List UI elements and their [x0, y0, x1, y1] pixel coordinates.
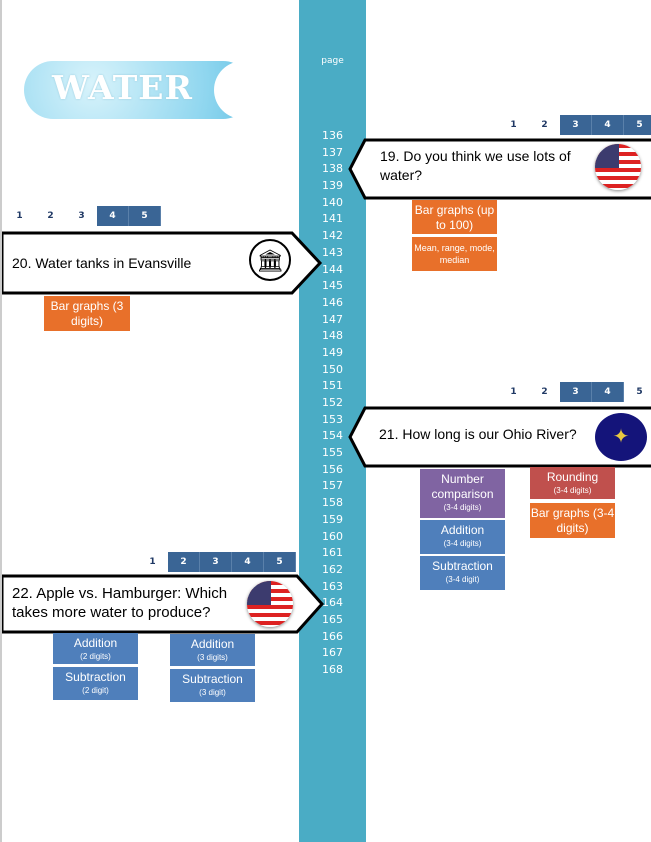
page-number: 137	[322, 145, 343, 159]
page-number: 149	[322, 345, 343, 359]
us-flag-icon	[595, 144, 641, 190]
page-number: 165	[322, 613, 343, 626]
tag: Bar graphs (3 digits)	[44, 296, 130, 331]
level-4: 4	[232, 552, 264, 572]
level-1: 1	[510, 120, 517, 130]
level-5: 5	[636, 387, 643, 397]
page-number: 151	[322, 379, 343, 393]
courthouse-icon: 🏛	[249, 239, 291, 281]
level-5: 5	[264, 552, 296, 572]
level-3: 3	[560, 115, 592, 135]
page-number: 157	[322, 479, 343, 493]
page-number: 144	[322, 262, 343, 276]
page-number: 153	[322, 412, 343, 426]
us-flag-icon	[247, 581, 293, 627]
page-number: 142	[322, 229, 343, 243]
level-3: 3	[200, 552, 232, 572]
page-number: 138	[322, 162, 343, 176]
tag: Bar graphs (3-4 digits)	[530, 503, 615, 538]
page-number: 162	[322, 562, 343, 576]
logo-cutout	[214, 61, 294, 119]
page-number: 163	[322, 579, 343, 593]
level-1: 1	[16, 211, 23, 221]
page-number: 140	[322, 195, 343, 209]
page-number: 146	[322, 295, 343, 309]
tag: Subtraction(3 digit)	[170, 669, 255, 702]
page-number: 164	[322, 596, 343, 610]
page-number: 152	[322, 396, 343, 410]
lesson-20-callout[interactable]: 20. Water tanks in Evansville 🏛	[2, 231, 324, 295]
tag: Addition(3-4 digits)	[420, 520, 505, 554]
lesson-19-title: 19. Do you think we use lots of water?	[380, 148, 571, 183]
page-number: 161	[322, 546, 343, 560]
lesson-20-title: 20. Water tanks in Evansville	[12, 255, 192, 271]
tag: Subtraction(2 digit)	[53, 667, 138, 700]
lesson-21-title: 21. How long is our Ohio River?	[379, 426, 577, 442]
logo-text: WATER	[52, 68, 193, 107]
page-number: 154	[322, 429, 343, 443]
tag: Subtraction(3-4 digit)	[420, 556, 505, 590]
page-number: 143	[322, 245, 343, 259]
tag: Addition(3 digits)	[170, 634, 255, 666]
level-1: 1	[510, 387, 517, 397]
level-4: 4	[592, 115, 624, 135]
level-2: 2	[168, 552, 200, 572]
page-number: 145	[322, 279, 343, 293]
tag: Bar graphs (up to 100)	[412, 200, 497, 234]
page-number: 168	[322, 663, 343, 677]
level-5: 5	[624, 115, 651, 135]
page-number: 155	[322, 446, 343, 460]
page-number: 167	[322, 646, 343, 660]
level-4: 4	[592, 382, 624, 402]
page-header: page	[321, 56, 344, 66]
page-spine: page 136 137 138 139 140 141 142 143 144 145 146 14…	[299, 0, 366, 842]
page-number: 141	[322, 212, 343, 226]
indiana-flag-icon: ✦	[595, 413, 647, 461]
level-3: 3	[560, 382, 592, 402]
page-number: 147	[322, 312, 343, 326]
lesson-21-callout[interactable]: 21. How long is our Ohio River? ✦	[347, 406, 651, 468]
page-number: 158	[322, 496, 343, 510]
page-number: 148	[322, 329, 343, 343]
page-number: 166	[322, 629, 343, 643]
level-5: 5	[129, 206, 161, 226]
level-4: 4	[97, 206, 129, 226]
page-number: 159	[322, 512, 343, 526]
level-2: 2	[47, 211, 54, 221]
page-number: 136	[322, 129, 343, 142]
level-1: 1	[149, 557, 156, 567]
level-3: 3	[78, 211, 85, 221]
page-number: 160	[322, 529, 343, 543]
tag: Number comparison(3-4 digits)	[420, 469, 505, 518]
tag: Mean, range, mode, median	[412, 237, 497, 271]
lesson-19-callout[interactable]: 19. Do you think we use lots of water?	[347, 138, 651, 200]
lesson-22-callout[interactable]: 22. Apple vs. Hamburger: Which takes mor…	[2, 574, 326, 634]
level-2: 2	[541, 387, 548, 397]
page-number: 156	[322, 462, 343, 476]
level-2: 2	[541, 120, 548, 130]
page-number: 150	[322, 362, 343, 376]
tag: Rounding(3-4 digits)	[530, 467, 615, 499]
lesson-22-title: 22. Apple vs. Hamburger: Which takes mor…	[12, 585, 228, 621]
tag: Addition(2 digits)	[53, 633, 138, 664]
page-number: 139	[322, 179, 343, 193]
